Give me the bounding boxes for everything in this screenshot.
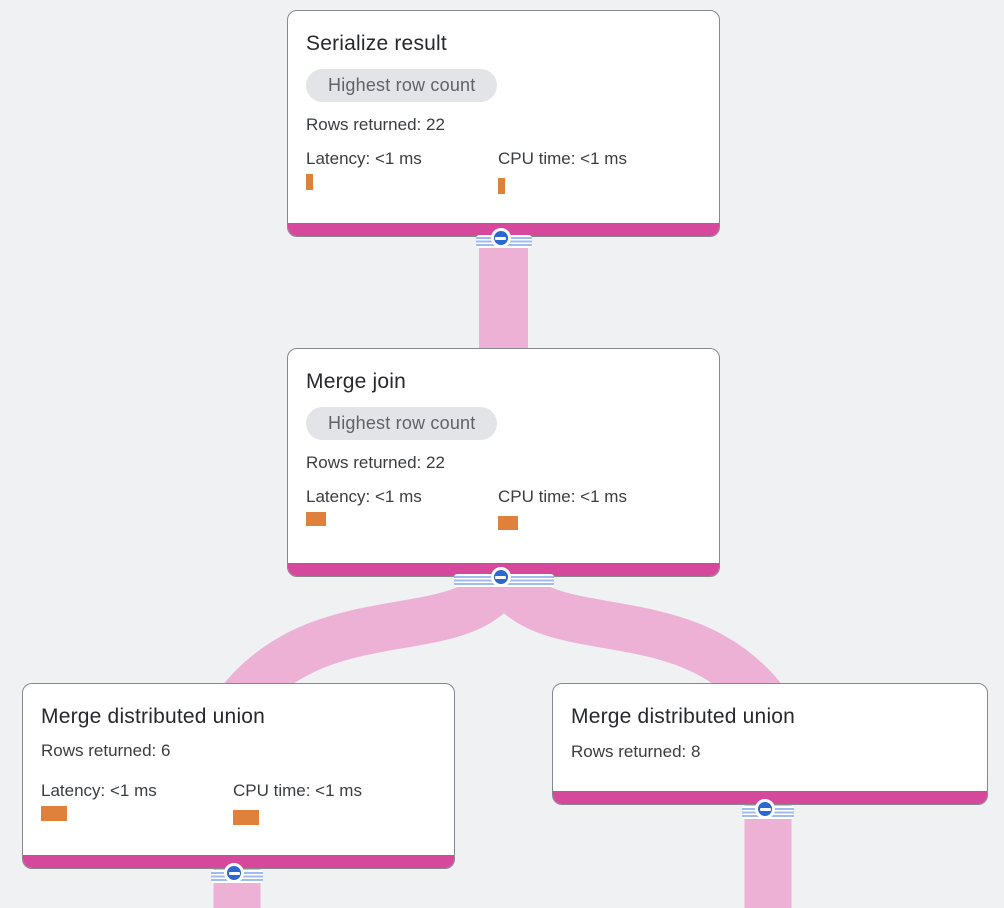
cpu-time-label: CPU time: <1 ms [498,487,627,506]
collapse-button-serialize-result[interactable] [490,228,511,248]
latency-metric: Latency: <1 ms [306,148,498,194]
plan-node-merge-join[interactable]: Merge join Highest row count Rows return… [287,348,720,577]
node-title: Merge distributed union [571,705,796,728]
node-title: Serialize result [306,32,447,55]
cpu-time-bar [498,178,505,194]
minus-icon [759,807,771,811]
minus-icon [228,871,240,875]
rows-returned-label: Rows returned: 22 [306,453,445,472]
latency-bar [306,512,326,526]
cpu-metric: CPU time: <1 ms [498,148,690,194]
collapse-button-merge-distributed-union-right[interactable] [755,799,775,819]
cpu-time-bar [498,516,518,530]
rows-returned-label: Rows returned: 22 [306,115,445,134]
minus-icon [495,236,506,240]
plan-node-merge-distributed-union-right[interactable]: Merge distributed union Rows returned: 8 [552,683,988,805]
latency-label: Latency: <1 ms [306,149,422,168]
latency-label: Latency: <1 ms [306,487,422,506]
highest-row-count-badge: Highest row count [306,407,498,440]
cpu-time-label: CPU time: <1 ms [233,781,362,800]
latency-bar [41,806,67,821]
cpu-metric: CPU time: <1 ms [233,780,425,825]
node-accent-bar [23,855,454,868]
node-accent-bar [553,791,987,804]
node-title: Merge distributed union [41,705,266,728]
latency-label: Latency: <1 ms [41,781,157,800]
plan-node-serialize-result[interactable]: Serialize result Highest row count Rows … [287,10,720,237]
cpu-time-bar [233,810,259,825]
rows-returned-label: Rows returned: 6 [41,741,171,760]
cpu-metric: CPU time: <1 ms [498,486,690,530]
minus-icon [495,575,506,579]
latency-metric: Latency: <1 ms [306,486,498,530]
collapse-button-merge-distributed-union-left[interactable] [224,863,244,883]
highest-row-count-badge: Highest row count [306,69,498,102]
collapse-button-merge-join[interactable] [490,567,511,587]
cpu-time-label: CPU time: <1 ms [498,149,627,168]
rows-returned-label: Rows returned: 8 [571,742,701,761]
node-title: Merge join [306,370,407,393]
flow-edge-mergejoin-to-left-union [218,564,525,720]
latency-metric: Latency: <1 ms [41,780,233,825]
flow-edge-mergejoin-to-right-union [483,564,787,720]
flow-edge-serialize-to-mergejoin [479,230,528,355]
plan-node-merge-distributed-union-left[interactable]: Merge distributed union Rows returned: 6… [22,683,455,869]
latency-bar [306,174,313,190]
